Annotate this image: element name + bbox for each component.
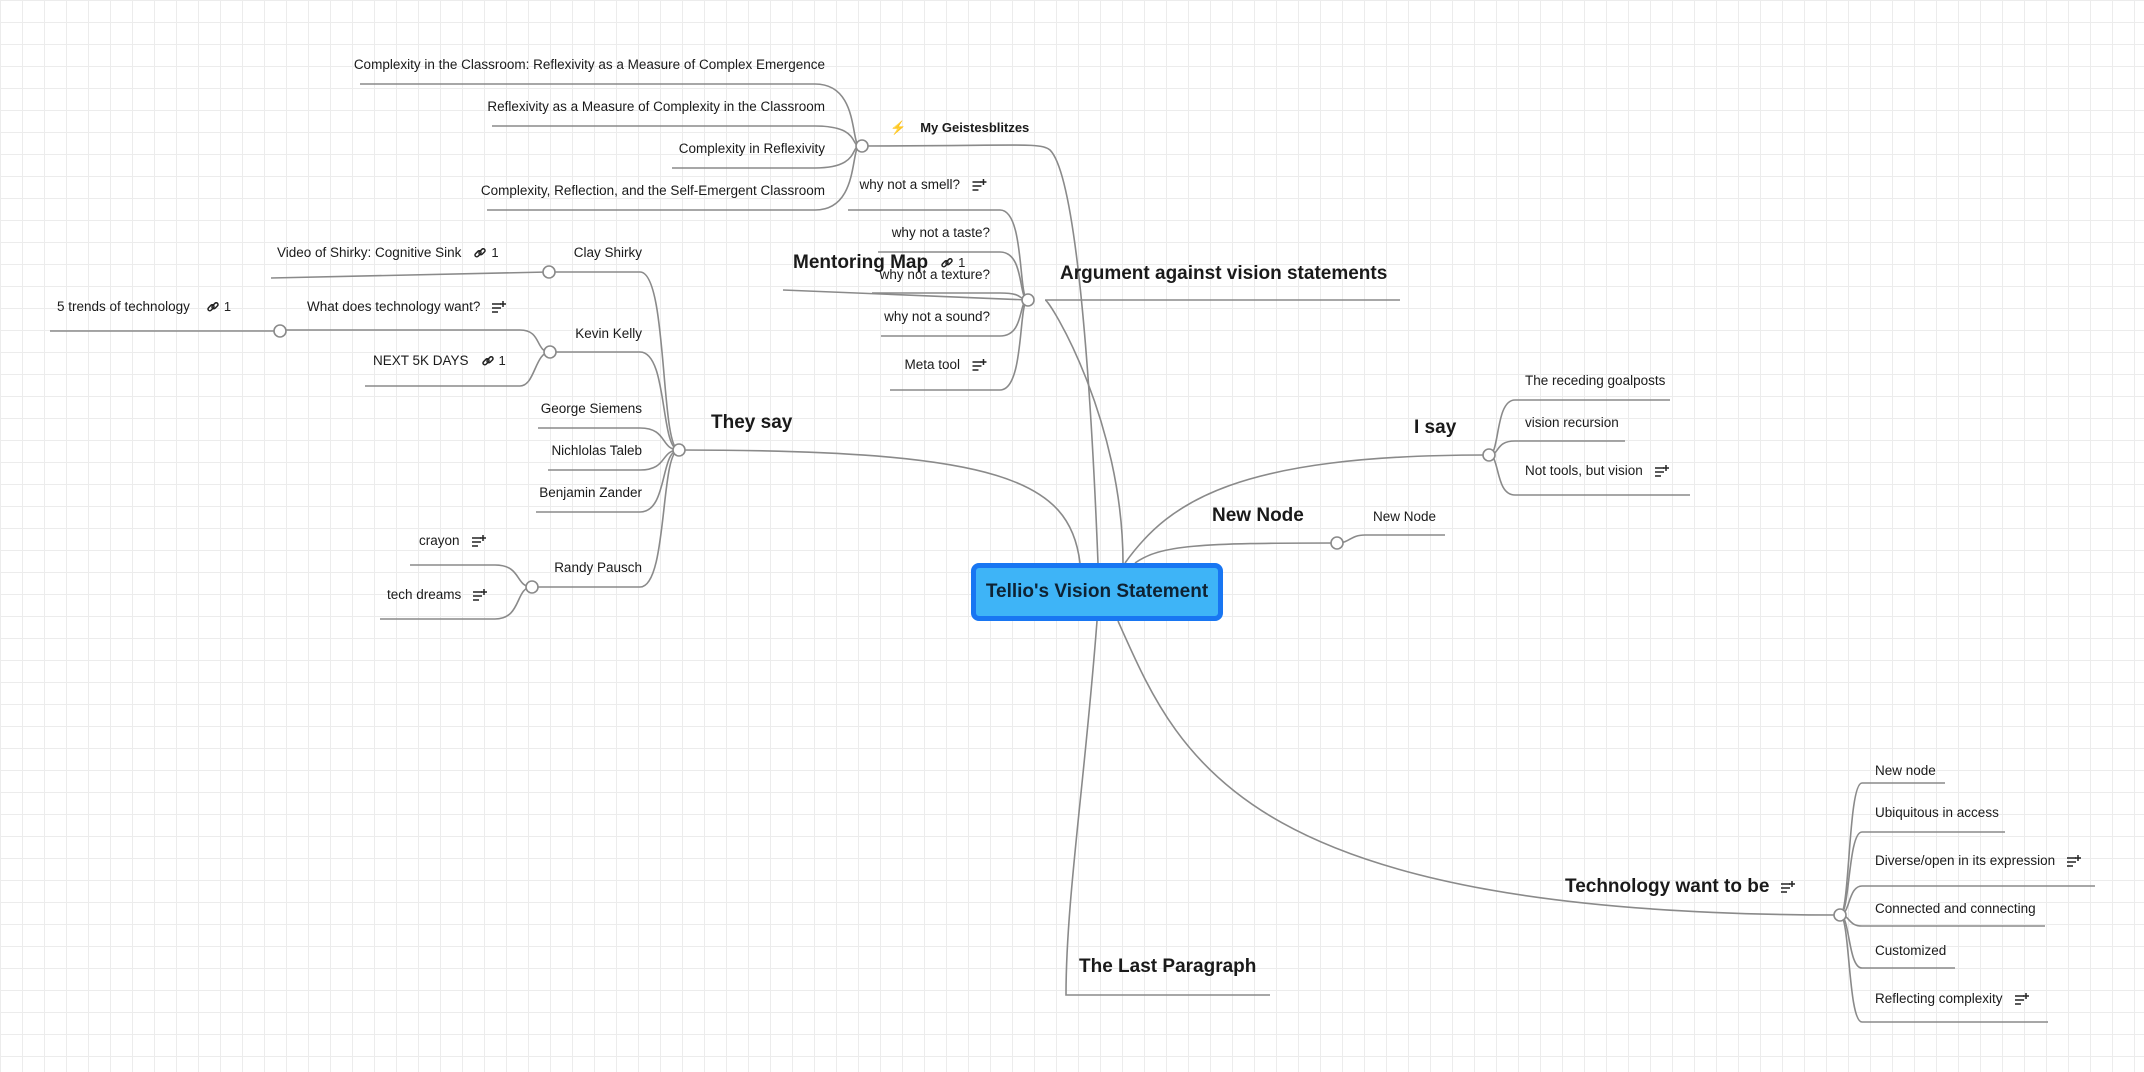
note-icon[interactable] bbox=[972, 179, 986, 191]
note-icon[interactable] bbox=[1654, 465, 1669, 477]
node-the-last-paragraph[interactable]: The Last Paragraph bbox=[1079, 956, 1257, 977]
node-new-node[interactable]: New Node bbox=[1212, 505, 1304, 526]
node-crayon[interactable]: crayon bbox=[419, 532, 486, 550]
node-geist-1[interactable]: Complexity in the Classroom: Reflexivity… bbox=[353, 57, 825, 72]
node-receding-goalposts[interactable]: The receding goalposts bbox=[1525, 373, 1666, 388]
link-icon[interactable]: 1 bbox=[940, 251, 965, 275]
node-kevin-kelly[interactable]: Kevin Kelly bbox=[575, 326, 642, 341]
note-icon[interactable] bbox=[1781, 881, 1796, 893]
note-icon[interactable] bbox=[2014, 993, 2029, 1005]
node-video-of-shirky[interactable]: Video of Shirky: Cognitive Sink 1 bbox=[277, 244, 499, 262]
node-technology-want-to-be[interactable]: Technology want to be bbox=[1565, 875, 1796, 899]
node-nichlolas-taleb[interactable]: Nichlolas Taleb bbox=[551, 443, 642, 458]
node-new-node-lower[interactable]: New node bbox=[1875, 763, 1936, 778]
node-tech-dreams[interactable]: tech dreams bbox=[387, 586, 488, 604]
link-icon[interactable]: 1 bbox=[473, 244, 499, 262]
note-icon[interactable] bbox=[473, 589, 488, 601]
node-why-not-texture[interactable]: why not a texture? bbox=[879, 267, 990, 282]
node-ubiquitous-in-access[interactable]: Ubiquitous in access bbox=[1875, 805, 1999, 820]
note-icon[interactable] bbox=[492, 301, 507, 313]
node-argument-against-vision-statements[interactable]: Argument against vision statements bbox=[1060, 263, 1388, 284]
node-geist-2[interactable]: Reflexivity as a Measure of Complexity i… bbox=[487, 99, 825, 114]
node-why-not-smell[interactable]: why not a smell? bbox=[859, 176, 986, 194]
node-mentoring-map[interactable]: Mentoring Map 1 bbox=[793, 251, 966, 275]
node-new-node-child[interactable]: New Node bbox=[1373, 509, 1437, 524]
node-geist-3[interactable]: Complexity in Reflexivity bbox=[678, 141, 825, 156]
root-node[interactable]: Tellio's Vision Statement bbox=[971, 563, 1223, 621]
note-icon[interactable] bbox=[972, 359, 986, 371]
link-count: 1 bbox=[958, 255, 966, 270]
lightning-icon: ⚡ bbox=[890, 120, 907, 135]
node-george-siemens[interactable]: George Siemens bbox=[540, 401, 642, 416]
node-connected-and-connecting[interactable]: Connected and connecting bbox=[1875, 901, 2036, 916]
link-icon[interactable]: 1 bbox=[206, 298, 231, 316]
node-5-trends-of-technology[interactable]: 5 trends of technology 1 bbox=[57, 298, 232, 316]
note-icon[interactable] bbox=[2067, 855, 2082, 867]
node-geist-4[interactable]: Complexity, Reflection, and the Self-Eme… bbox=[480, 183, 825, 198]
node-diverse-open[interactable]: Diverse/open in its expression bbox=[1875, 852, 2082, 870]
link-icon[interactable]: 1 bbox=[481, 352, 506, 370]
node-randy-pausch[interactable]: Randy Pausch bbox=[554, 560, 642, 575]
node-what-does-technology-want[interactable]: What does technology want? bbox=[307, 298, 507, 316]
node-they-say[interactable]: They say bbox=[711, 412, 793, 433]
node-i-say[interactable]: I say bbox=[1414, 417, 1457, 438]
note-icon[interactable] bbox=[471, 535, 486, 547]
node-meta-tool[interactable]: Meta tool bbox=[904, 356, 986, 374]
node-benjamin-zander[interactable]: Benjamin Zander bbox=[539, 485, 642, 500]
node-why-not-taste[interactable]: why not a taste? bbox=[891, 225, 990, 240]
node-reflecting-complexity[interactable]: Reflecting complexity bbox=[1875, 990, 2029, 1008]
node-vision-recursion[interactable]: vision recursion bbox=[1525, 415, 1619, 430]
node-customized[interactable]: Customized bbox=[1875, 943, 1947, 958]
node-not-tools-but-vision[interactable]: Not tools, but vision bbox=[1525, 462, 1669, 480]
node-why-not-sound[interactable]: why not a sound? bbox=[884, 309, 990, 324]
node-my-geistesblitzes[interactable]: ⚡ My Geistesblitzes bbox=[890, 120, 1030, 135]
root-label: Tellio's Vision Statement bbox=[985, 581, 1209, 602]
node-clay-shirky[interactable]: Clay Shirky bbox=[573, 245, 642, 260]
node-next-5k-days[interactable]: NEXT 5K DAYS 1 bbox=[373, 352, 506, 370]
